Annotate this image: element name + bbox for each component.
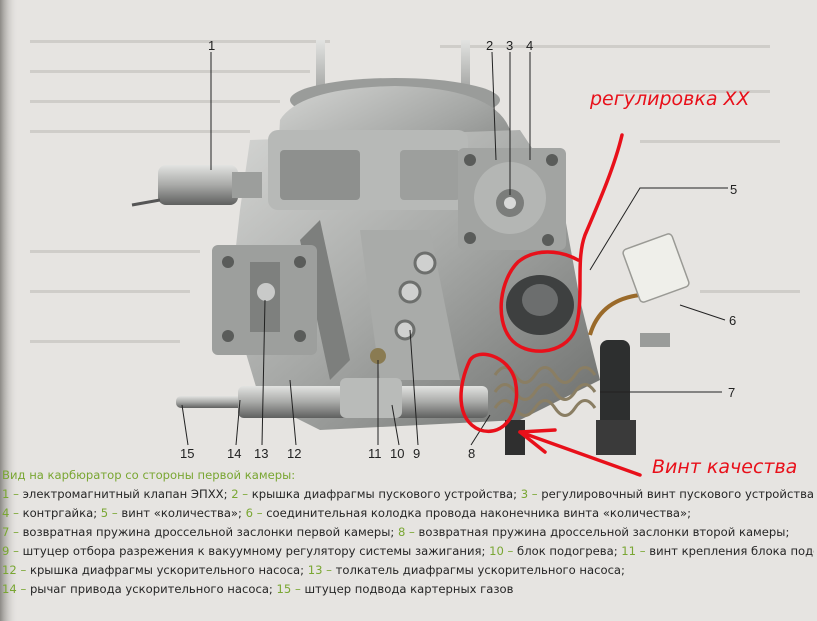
quality-marker	[459, 352, 519, 434]
callout-9: 9	[413, 446, 421, 461]
caption-line-6: 14 – рычаг привода ускорительного насоса…	[2, 582, 514, 596]
callout-12: 12	[287, 446, 302, 461]
idle-adjustment-label: регулировка ХХ	[590, 88, 750, 110]
caption-line-2: 4 – контргайка; 5 – винт «количества»; 6…	[2, 506, 692, 520]
quality-screw-label: Винт качества	[652, 456, 798, 478]
caption-line-4: 9 – штуцер отбора разрежения к вакуумном…	[2, 544, 814, 558]
callout-15: 15	[180, 446, 195, 461]
connector-block	[622, 233, 690, 303]
crankcase-gas-fitting	[176, 396, 246, 408]
callout-11: 11	[368, 446, 382, 461]
callout-6: 6	[729, 313, 737, 328]
caption-title: Вид на карбюратор со стороны первой каме…	[2, 468, 296, 482]
caption-line-5: 12 – крышка диафрагмы ускорительного нас…	[2, 563, 625, 577]
callout-5: 5	[730, 182, 738, 197]
callout-8: 8	[468, 446, 476, 461]
callout-4: 4	[526, 38, 534, 53]
callout-10: 10	[390, 446, 405, 461]
callout-14: 14	[227, 446, 242, 461]
caption-line-1: 1 – электромагнитный клапан ЭПХХ; 2 – кр…	[2, 487, 814, 501]
figure-caption: Вид на карбюратор со стороны первой каме…	[2, 466, 814, 599]
caption-line-3: 7 – возвратная пружина дроссельной засло…	[2, 525, 790, 539]
callout-2: 2	[486, 38, 494, 53]
callout-13: 13	[254, 446, 269, 461]
callout-3: 3	[506, 38, 514, 53]
solenoid-valve	[158, 165, 238, 205]
callout-7: 7	[728, 385, 736, 400]
annotations	[459, 133, 642, 477]
idle-marker	[499, 133, 624, 353]
callout-1: 1	[208, 38, 216, 53]
